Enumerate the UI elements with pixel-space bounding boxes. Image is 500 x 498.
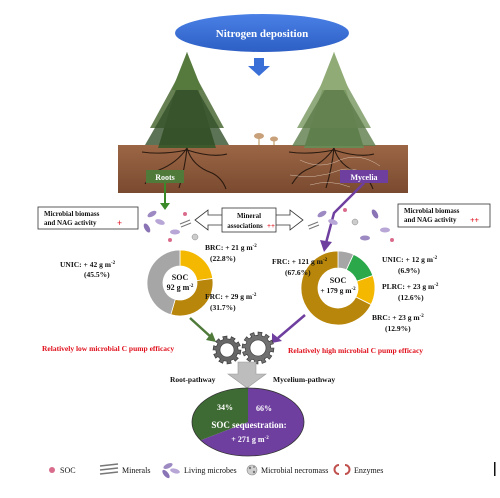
left-brc-label: BRC: + 21 g m-2 [205,243,257,252]
roots-label: Roots [146,170,184,183]
left-frc-label: FRC: + 29 g m-2 [205,292,257,301]
right-microbial-box: Microbial biomass and NAG activity ++ [397,203,491,228]
svg-text:Mineral: Mineral [237,212,261,220]
left-to-gear-arrow [189,317,216,342]
right-donut-segment-frc [300,250,372,326]
sequestration-pie [191,387,305,457]
mycelia-label: Mycelia [340,170,388,183]
microbe-cluster-right [307,208,394,242]
legend-minerals: Minerals [122,466,150,475]
legend-necromass: Microbial necromass [261,466,328,475]
sequestration-mycelium-slice [200,388,304,456]
right-donut-chart [300,250,376,326]
svg-text:Microbial biomass: Microbial biomass [404,207,460,215]
svg-text:Microbial biomass: Microbial biomass [44,210,100,218]
root-share-label: 34% [217,403,233,412]
gear-right-hub [249,339,267,357]
left-donut-chart [146,249,214,317]
mycelium-pathway-label: Mycelium-pathway [273,375,335,384]
low-pump-label: Relatively low microbial C pump efficacy [42,344,174,353]
mycelium-share-label: 66% [256,404,272,413]
mushroom-icon [254,133,278,145]
roots-down-arrow [160,183,170,210]
left-donut-center-2: 92 g m-2 [167,283,194,292]
soc-dot-icon [49,467,55,473]
left-unic-label: UNIC: + 42 g m-2 [60,260,116,269]
right-to-gear-arrow [272,314,306,343]
svg-text:and NAG activity: and NAG activity [44,219,97,227]
sequestration-outline [191,387,305,457]
legend-enzymes: Enzymes [354,466,383,475]
grey-down-arrow-icon [227,361,267,389]
svg-text:+: + [117,218,122,228]
right-donut-center-2: + 179 g m-2 [320,286,356,295]
legend-living-microbes: Living microbes [184,466,237,475]
border-mark [494,462,496,476]
svg-text:++: ++ [470,216,480,225]
right-donut-hole [318,268,358,308]
svg-text:++: ++ [267,222,275,230]
mycelia-down-arrow [320,182,365,252]
high-pump-label: Relatively high microbial C pump efficac… [288,346,423,355]
right-tree-icon [292,52,376,148]
right-frc-label: FRC: + 121 g m-2 [272,257,328,266]
svg-text:and NAG activity: and NAG activity [404,216,457,224]
enzymes-icon [333,464,351,475]
svg-text:associations: associations [227,222,263,230]
svg-text:Roots: Roots [155,173,175,182]
down-arrow-icon [248,58,270,76]
right-brc-pct: (12.9%) [385,324,411,333]
sequestration-root-slice [191,388,248,441]
sequestration-line1: SOC sequestration: [211,420,286,430]
microbial-necromass-icon [246,464,258,476]
root-pathway-label: Root-pathway [170,375,216,384]
left-frc-pct: (31.7%) [210,303,236,312]
left-donut-hole [163,266,197,300]
right-plrc-pct: (12.6%) [398,293,424,302]
living-microbes-icon [162,463,180,479]
mineral-associations-box: Mineral associations ++ [194,207,304,233]
right-plrc-label: PLRC: + 23 g m-2 [382,282,439,291]
right-unic-pct: (6.9%) [398,266,420,275]
title-ellipse: Nitrogen deposition [175,14,349,52]
legend-soc: SOC [60,466,76,475]
title: Nitrogen deposition [216,28,308,40]
svg-text:Mycelia: Mycelia [350,173,377,182]
microbe-cluster-left [143,210,199,242]
gear-left-hub [219,342,235,358]
left-brc-pct: (22.8%) [210,254,236,263]
gear-right-icon [241,331,275,365]
right-unic-label: UNIC: + 12 g m-2 [382,255,438,264]
sequestration-line2: + 271 g m-2 [231,435,269,444]
left-donut-segment-unic [146,249,181,316]
left-unic-pct: (45.5%) [84,270,110,279]
right-donut-center-1: SOC [330,276,347,285]
gear-left-icon [212,335,242,365]
left-donut-center-1: SOC [172,273,189,282]
left-tree-icon [145,52,229,148]
minerals-icon [99,463,119,475]
left-microbial-box: Microbial biomass and NAG activity + [37,206,139,230]
right-frc-pct: (67.6%) [285,268,311,277]
right-brc-label: BRC: + 23 g m-2 [372,313,424,322]
legend: SOC Minerals Living microbes Microbial n… [49,463,383,479]
